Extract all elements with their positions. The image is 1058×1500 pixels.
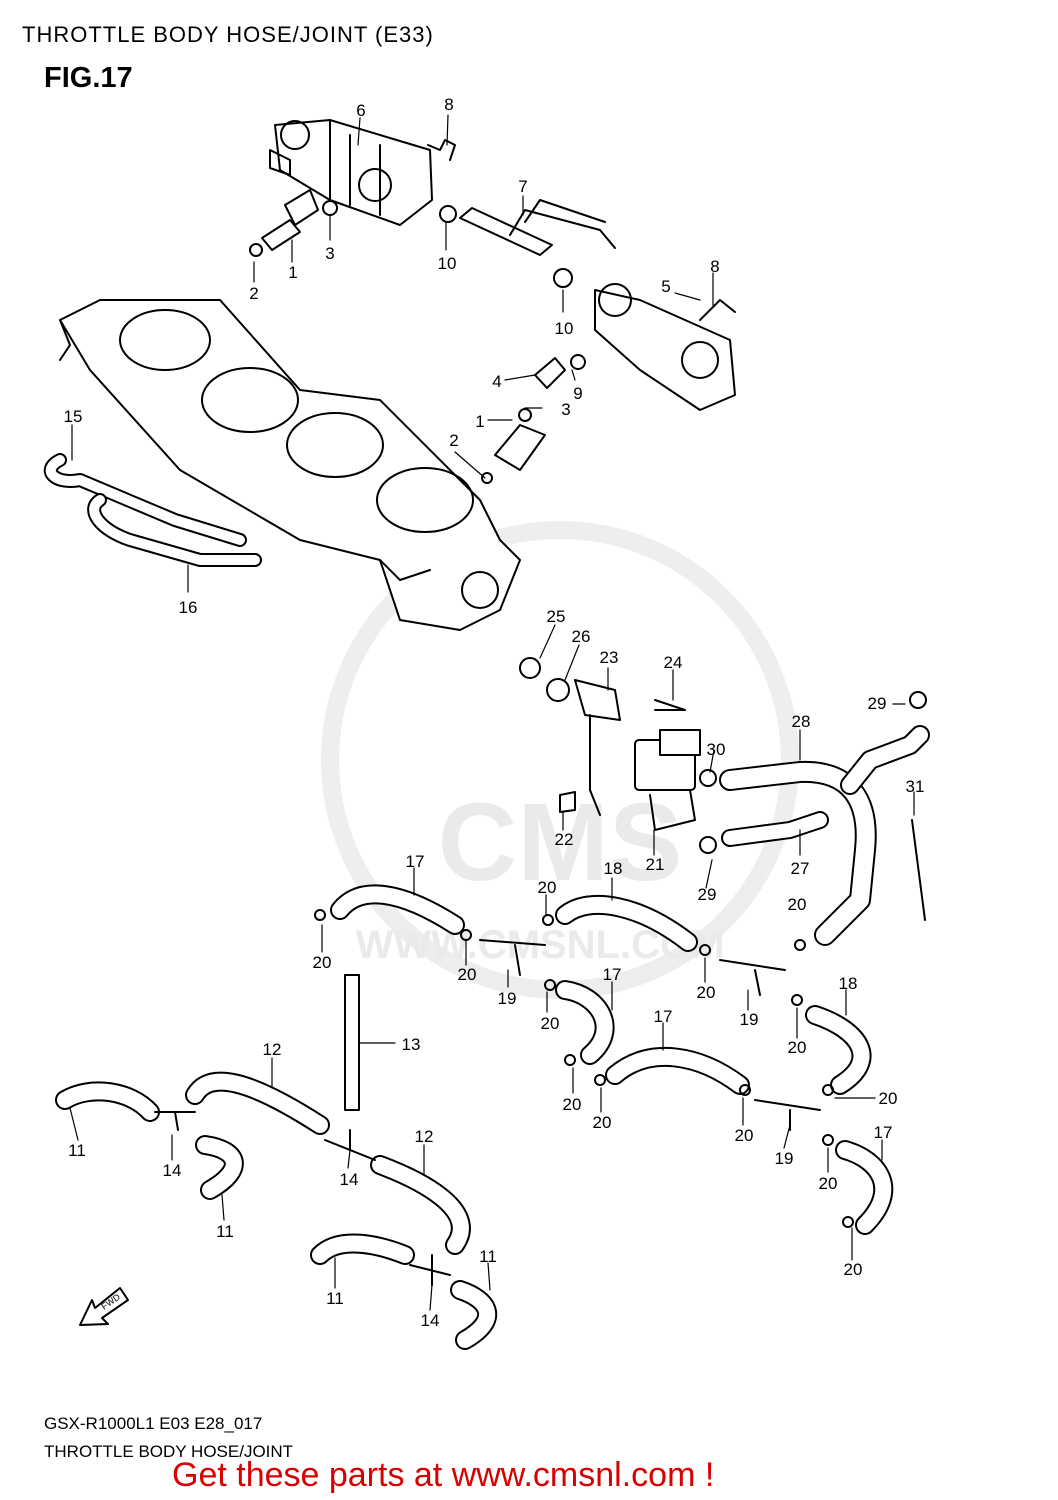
callout-29: 29 xyxy=(868,694,887,713)
callout-7: 7 xyxy=(518,177,527,196)
hose-joint-7 xyxy=(439,199,616,288)
solenoid-valve xyxy=(519,657,701,831)
callout-27: 27 xyxy=(791,859,810,878)
callout-20: 20 xyxy=(541,1014,560,1033)
callout-18: 18 xyxy=(604,859,623,878)
injector-lower xyxy=(481,354,586,484)
callout-3: 3 xyxy=(561,400,570,419)
callout-16: 16 xyxy=(179,598,198,617)
callout-1: 1 xyxy=(475,412,484,431)
callout-28: 28 xyxy=(792,712,811,731)
callout-17: 17 xyxy=(874,1123,893,1142)
callout-15: 15 xyxy=(64,407,83,426)
callout-10: 10 xyxy=(438,254,457,273)
callout-18: 18 xyxy=(839,974,858,993)
callout-4: 4 xyxy=(492,372,501,391)
callout-14: 14 xyxy=(340,1170,359,1189)
throttle-body xyxy=(59,299,521,631)
leader-lines xyxy=(69,114,915,1311)
callout-20: 20 xyxy=(819,1174,838,1193)
callout-26: 26 xyxy=(572,627,591,646)
callout-5: 5 xyxy=(661,277,670,296)
callout-19: 19 xyxy=(775,1149,794,1168)
callout-20: 20 xyxy=(697,983,716,1002)
fuel-rail-lower xyxy=(594,283,736,411)
callout-2: 2 xyxy=(249,284,258,303)
diagram-code: GSX-R1000L1 E03 E28_017 xyxy=(44,1414,263,1433)
callout-2: 2 xyxy=(449,431,458,450)
callout-8: 8 xyxy=(710,257,719,276)
callout-10: 10 xyxy=(555,319,574,338)
callout-22: 22 xyxy=(555,830,574,849)
callout-11: 11 xyxy=(68,1141,86,1160)
hose-28 xyxy=(699,691,930,946)
callout-20: 20 xyxy=(788,1038,807,1057)
callout-12: 12 xyxy=(263,1040,282,1059)
callout-17: 17 xyxy=(654,1007,673,1026)
hose-15-16 xyxy=(43,453,262,567)
callout-20: 20 xyxy=(788,895,807,914)
callout-20: 20 xyxy=(538,878,557,897)
callout-8: 8 xyxy=(444,95,453,114)
callout-24: 24 xyxy=(664,653,683,672)
callout-25: 25 xyxy=(547,607,566,626)
callout-9: 9 xyxy=(573,384,582,403)
callout-12: 12 xyxy=(415,1127,434,1146)
callout-20: 20 xyxy=(844,1260,863,1279)
injector-upper xyxy=(249,189,338,257)
callout-19: 19 xyxy=(498,989,517,1008)
callout-14: 14 xyxy=(163,1161,182,1180)
callout-11: 11 xyxy=(479,1247,497,1266)
callout-29: 29 xyxy=(698,885,717,904)
callout-13: 13 xyxy=(402,1035,421,1054)
callout-11: 11 xyxy=(216,1222,234,1241)
callout-11: 11 xyxy=(326,1289,344,1308)
callout-3: 3 xyxy=(325,244,334,263)
callout-20: 20 xyxy=(313,953,332,972)
callout-20: 20 xyxy=(593,1113,612,1132)
callout-19: 19 xyxy=(740,1010,759,1029)
callout-20: 20 xyxy=(458,965,477,984)
callout-20: 20 xyxy=(735,1126,754,1145)
hoses-lower xyxy=(55,884,894,1350)
callout-30: 30 xyxy=(707,740,726,759)
fuel-rail-upper xyxy=(269,119,456,226)
callout-31: 31 xyxy=(906,777,925,796)
callout-14: 14 xyxy=(421,1311,440,1330)
callout-23: 23 xyxy=(600,648,619,667)
callout-6: 6 xyxy=(356,101,365,120)
callout-17: 17 xyxy=(406,852,425,871)
promo-link[interactable]: Get these parts at www.cmsnl.com ! xyxy=(172,1456,715,1494)
diagram-title: THROTTLE BODY HOSE/JOINT (E33) xyxy=(22,22,434,47)
fwd-arrow xyxy=(79,1287,129,1326)
callout-20: 20 xyxy=(563,1095,582,1114)
clamps xyxy=(314,909,854,1228)
callout-21: 21 xyxy=(646,855,665,874)
callout-1: 1 xyxy=(288,263,297,282)
callout-20: 20 xyxy=(879,1089,898,1108)
t-joints xyxy=(154,939,821,1286)
callout-17: 17 xyxy=(603,965,622,984)
callout-labels: 6 8 7 3 1 2 10 10 8 5 4 9 3 1 2 15 16 25… xyxy=(64,95,925,1330)
figure-number: FIG.17 xyxy=(44,62,133,94)
diagram-name: THROTTLE BODY HOSE/JOINT xyxy=(44,1442,294,1461)
